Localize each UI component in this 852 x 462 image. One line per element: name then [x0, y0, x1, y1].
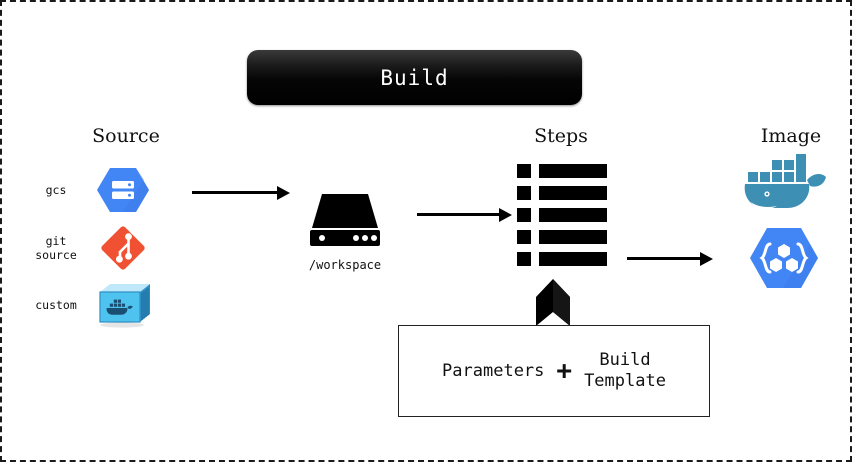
- build-banner-title: Build: [380, 65, 449, 90]
- step-row: [517, 186, 607, 200]
- source-label-git: git source: [35, 234, 77, 262]
- bulleted-list-icon: [517, 164, 607, 266]
- source-label-gcs: gcs: [45, 183, 67, 197]
- image-column-heading: Image: [760, 125, 822, 147]
- google-cloud-storage-icon: [92, 162, 154, 218]
- source-item-custom: custom: [20, 277, 180, 333]
- source-column-heading: Source: [92, 125, 160, 147]
- step-row: [517, 164, 607, 178]
- step-row: [517, 208, 607, 222]
- source-item-git: git source: [20, 220, 180, 276]
- server-storage-icon: [310, 194, 380, 246]
- google-container-registry-icon: [750, 228, 818, 288]
- arrow-source-to-workspace: [192, 186, 290, 200]
- parameters-template-box: Parameters + Build Template: [398, 325, 710, 417]
- arrow-template-to-steps: [536, 279, 570, 326]
- build-banner: Build: [247, 50, 582, 105]
- plus-symbol: +: [556, 356, 573, 386]
- docker-container-icon: [92, 277, 154, 333]
- steps-column-heading: Steps: [534, 125, 588, 147]
- workspace-label: /workspace: [308, 258, 382, 272]
- step-row: [517, 230, 607, 244]
- arrow-workspace-to-steps: [417, 208, 512, 222]
- source-item-gcs: gcs: [20, 162, 180, 218]
- step-row: [517, 252, 607, 266]
- git-logo-icon: [92, 220, 154, 276]
- arrow-steps-to-image: [627, 252, 713, 266]
- parameters-label: Parameters: [442, 361, 545, 381]
- docker-whale-icon: [744, 154, 826, 209]
- source-label-custom: custom: [35, 298, 77, 312]
- build-template-label: Build Template: [584, 350, 666, 391]
- workspace-node: /workspace: [290, 192, 400, 272]
